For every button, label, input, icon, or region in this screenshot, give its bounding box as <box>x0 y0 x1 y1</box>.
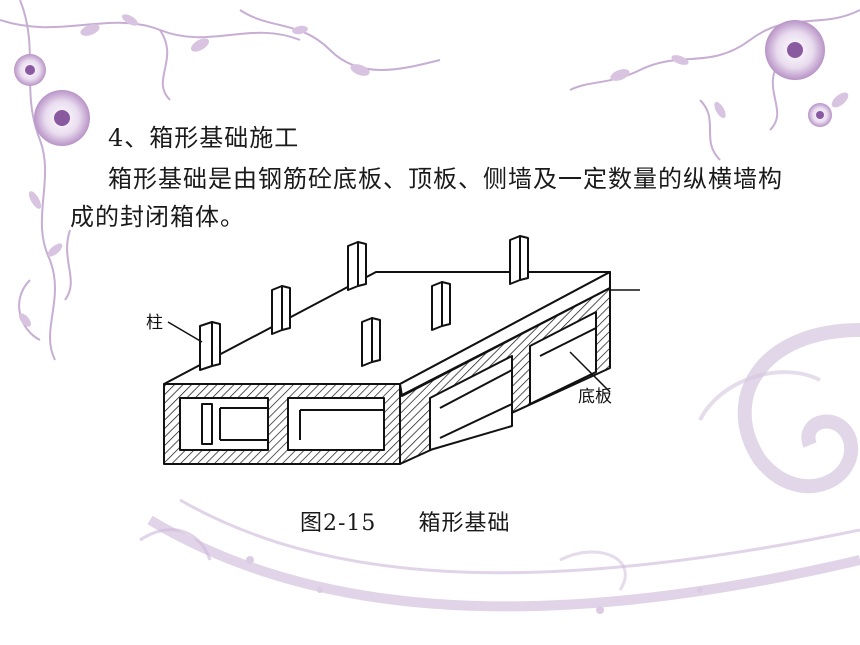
flower-top-right <box>765 20 832 127</box>
swirl-right <box>698 323 860 494</box>
label-column: 柱 <box>146 313 163 333</box>
swoosh-bottom <box>139 498 860 612</box>
caption-title: 箱形基础 <box>418 511 511 536</box>
box-foundation-diagram: 柱 顶板 底板 <box>146 235 640 465</box>
flower-top-left <box>14 54 90 146</box>
label-bottom-slab: 底板 <box>578 387 612 407</box>
description-paragraph: 箱形基础是由钢筋砼底板、顶板、侧墙及一定数量的纵横墙构成的封闭箱体。 <box>70 165 783 231</box>
figure-caption: 图2-15 箱形基础 <box>300 505 510 537</box>
dots-bottom <box>246 556 703 614</box>
leaves-top-right <box>610 55 849 119</box>
section-heading: 4、箱形基础施工 <box>108 124 300 152</box>
leaves-top-left <box>19 14 370 327</box>
column-group <box>199 235 529 371</box>
caption-number: 图2-15 <box>300 511 377 536</box>
